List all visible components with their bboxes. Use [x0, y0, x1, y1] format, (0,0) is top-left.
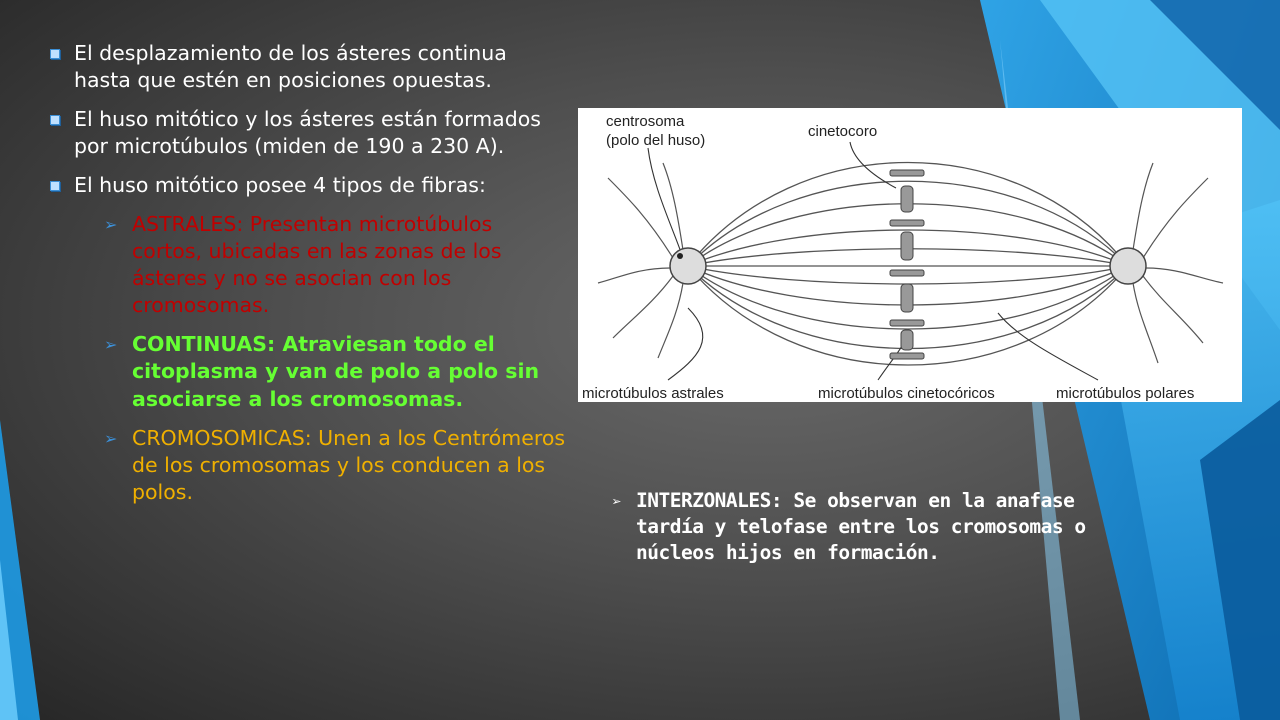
bullet-text: El desplazamiento de los ásteres continu…	[74, 41, 507, 93]
fiber-text: CROMOSOMICAS: Unen a los Centrómeros de …	[132, 425, 566, 504]
label-centrosoma: centrosoma	[606, 113, 685, 130]
bullet-text: El huso mitótico y los ásteres están for…	[74, 107, 541, 159]
interzonal-text: INTERZONALES: Se observan en la anafase …	[636, 489, 1086, 565]
bullet-item: El huso mitótico y los ásteres están for…	[48, 106, 568, 160]
fiber-type-cromosomicas: ➢ CROMOSOMICAS: Unen a los Centrómeros d…	[104, 425, 568, 506]
square-bullet-icon	[50, 115, 60, 126]
fiber-text: CONTINUAS: Atraviesan todo el citoplasma…	[132, 332, 540, 411]
arrow-bullet-icon: ➢	[104, 215, 118, 235]
square-bullet-icon	[50, 49, 60, 59]
centriole-dot	[677, 253, 683, 259]
interzonal-fiber-note: ➢ INTERZONALES: Se observan en la anafas…	[612, 488, 1132, 566]
mitotic-spindle-diagram: centrosoma (polo del huso) cinetocoro mi…	[578, 108, 1242, 402]
label-microtubulos-polares: microtúbulos polares	[1056, 385, 1194, 402]
bullet-item: El desplazamiento de los ásteres continu…	[48, 40, 568, 94]
fiber-type-continuas: ➢ CONTINUAS: Atraviesan todo el citoplas…	[104, 331, 568, 412]
label-polo-del-huso: (polo del huso)	[606, 132, 705, 149]
fiber-text: ASTRALES: Presentan microtúbulos cortos,…	[132, 212, 502, 318]
label-microtubulos-astrales: microtúbulos astrales	[582, 385, 724, 402]
astral-rays	[597, 162, 1224, 364]
bullet-text: El huso mitótico posee 4 tipos de fibras…	[74, 173, 486, 198]
spindle-drawing: centrosoma (polo del huso) cinetocoro mi…	[582, 113, 1224, 402]
fiber-type-astrales: ➢ ASTRALES: Presentan microtúbulos corto…	[104, 211, 568, 319]
centrosome-right	[1109, 247, 1147, 285]
main-text-column: El desplazamiento de los ásteres continu…	[48, 40, 568, 518]
chromosomes	[889, 169, 925, 360]
centrosome-left	[669, 247, 707, 285]
bullet-item: El huso mitótico posee 4 tipos de fibras…	[48, 172, 568, 199]
label-microtubulos-cinetocoricos: microtúbulos cinetocóricos	[818, 385, 995, 402]
arrow-bullet-icon: ➢	[104, 335, 118, 355]
arrow-bullet-icon: ➢	[104, 428, 118, 448]
arrow-bullet-icon: ➢	[612, 492, 622, 511]
square-bullet-icon	[50, 181, 60, 192]
label-cinetocoro: cinetocoro	[808, 123, 877, 140]
